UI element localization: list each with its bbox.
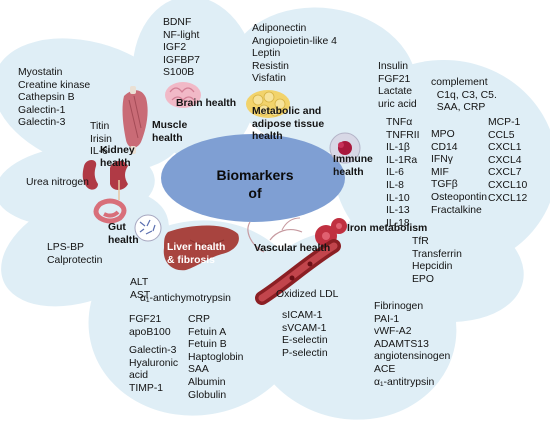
immune-complement-list: complement C1q, C3, C5. SAA, CRP <box>431 77 497 114</box>
liver-biomarker-list-2: FGF21 apoB100 <box>129 314 171 338</box>
immune-cell-icon <box>329 132 361 164</box>
immune-biomarker-list-1: TNFα TNFRII IL-1β IL-1Ra IL-6 IL-8 IL-10… <box>386 117 420 229</box>
vascular-biomarker-list-1: sICAM-1 sVCAM-1 E-selectin P-selectin <box>282 310 328 359</box>
petal-brain <box>132 0 258 160</box>
liver-icon <box>163 225 239 271</box>
muscle-biomarker-list-1: Myostatin Creatine kinase Cathepsin B Ga… <box>18 67 91 129</box>
intestine-icon <box>93 198 162 242</box>
immune-biomarker-list-2: MPO CD14 IFNγ MIF TGFβ Osteopontin Fract… <box>431 129 488 216</box>
brain-health-title: Brain health <box>176 98 237 109</box>
muscle-icon <box>122 86 148 154</box>
liver-biomarker-list-4: CRP Fetuin A Fetuin B Haptoglobin SAA Al… <box>188 314 244 401</box>
liver-biomarker-list-3: Galectin-3 Hyaluronic acid TIMP-1 <box>129 345 179 394</box>
liver-health-title: Liver health & fibrosis <box>167 242 226 266</box>
gut-health-title: Gut health <box>108 222 139 246</box>
vascular-oxidized-ldl: Oxidized LDL <box>276 289 339 300</box>
brain-biomarker-list: BDNF NF-light IGF2 IGFBP7 S100B <box>163 17 200 79</box>
liver-antichymotrypsin: α₁-antichymotrypsin <box>140 293 231 304</box>
petal-liver <box>88 220 308 416</box>
immune-biomarker-list-3: MCP-1 CCL5 CXCL1 CXCL4 CXCL7 CXCL10 CXCL… <box>488 117 528 204</box>
metabolic-health-title: Metabolic and adipose tissue health <box>252 106 325 143</box>
vascular-health-title: Vascular health <box>254 243 331 254</box>
vascular-biomarker-list-2: Fibrinogen PAI-1 vWF-A2 ADAMTS13 angiote… <box>374 301 451 388</box>
muscle-health-title: Muscle health <box>152 120 188 144</box>
liver-biomarker-list-1: ALT AST <box>130 277 151 301</box>
brain-icon <box>165 82 201 108</box>
immune-health-title: Immune health <box>333 154 373 178</box>
metabolic-biomarker-list-2: Insulin FGF21 Lactate uric acid <box>378 61 417 110</box>
kidney-health-title: Kidney health <box>100 145 135 169</box>
gut-biomarker-list: LPS-BP Calprotectin <box>47 242 103 266</box>
muscle-biomarker-list-2: Titin Irisin IL-6 <box>90 121 112 158</box>
kidney-icon <box>82 160 128 200</box>
kidney-biomarker-list: Urea nitrogen <box>26 177 89 188</box>
iron-metabolism-title: Iron metabolism <box>347 223 428 234</box>
adipose-tissue-icon <box>246 90 290 118</box>
center-ellipse <box>161 134 345 222</box>
center-title: Biomarkers of <box>216 167 294 201</box>
iron-biomarker-list: TfR Transferrin Hepcidin EPO <box>412 236 462 285</box>
metabolic-biomarker-list-1: Adiponectin Angiopoietin-like 4 Leptin R… <box>252 23 337 85</box>
blood-vessel-icon <box>247 217 341 305</box>
